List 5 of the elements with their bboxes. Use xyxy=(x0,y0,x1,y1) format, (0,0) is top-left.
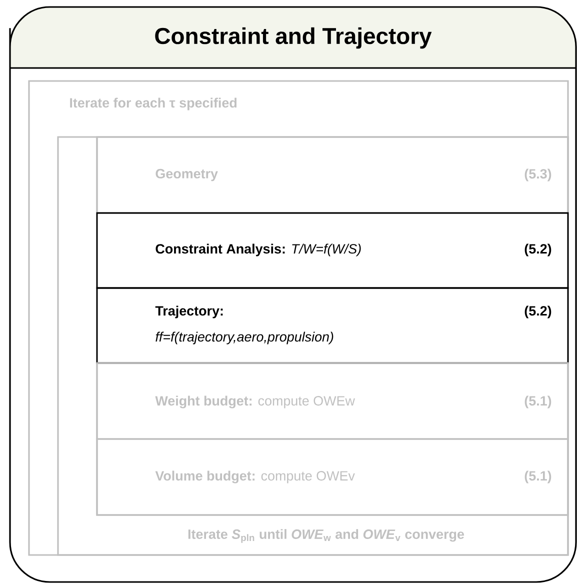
process-box: Trajectory: ff=f(trajectory,aero,propulsion) (5.2) xyxy=(96,287,569,364)
process-box: Weight budget: compute OWEw (5.1) xyxy=(96,362,569,440)
process-box: Constraint Analysis: T/W=f(W/S) (5.2) xyxy=(96,212,569,289)
process-box: Volume budget: compute OWEv (5.1) xyxy=(96,438,569,516)
process-box: Geometry (5.3) xyxy=(96,136,569,214)
